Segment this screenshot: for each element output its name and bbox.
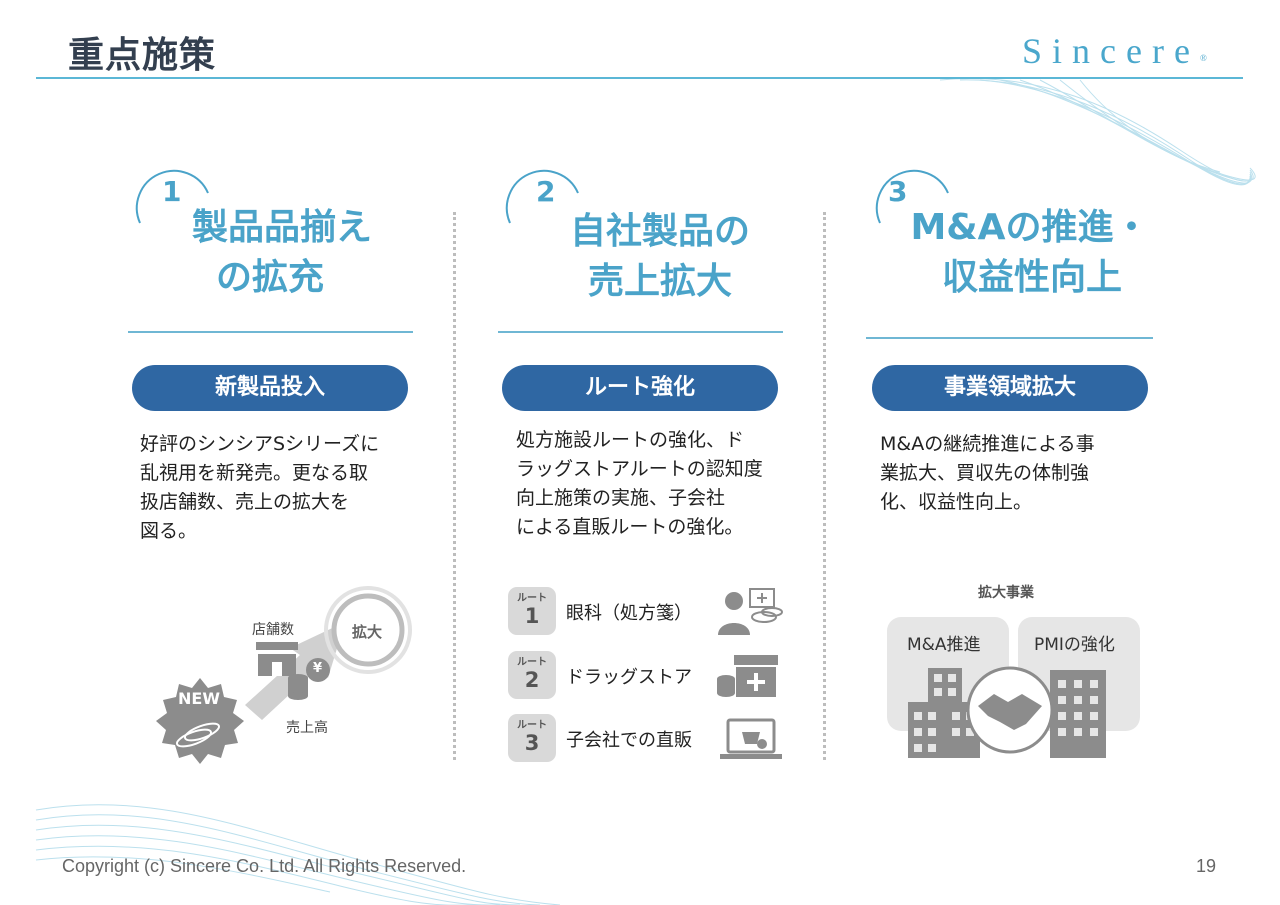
expansion-title: 拡大事業 [978, 585, 1034, 601]
description-line: M&Aの継続推進による事 [880, 433, 1095, 455]
strategy-heading-line2: 収益性向上 [941, 257, 1122, 298]
pmi-box-title: PMIの強化 [1034, 635, 1115, 655]
growth-graphic [156, 586, 412, 764]
description-line: 向上施策の実施、子会社 [516, 487, 726, 509]
expand-target-icon [324, 586, 412, 674]
description-line: 好評のシンシアSシリーズに [140, 433, 380, 455]
tower-building-icon [1050, 670, 1106, 758]
page-number: 19 [1196, 856, 1217, 876]
header-divider [36, 77, 1243, 79]
initiative-pill: 新製品投入 [132, 365, 408, 411]
strategy-number: 1 [162, 175, 182, 208]
ma-box-title: M&A推進 [907, 635, 981, 655]
route-number: 3 [524, 731, 540, 755]
description-line: による直販ルートの強化。 [516, 516, 744, 538]
strategy-number: 3 [888, 175, 908, 208]
registered-mark: ® [1199, 53, 1207, 63]
initiative-pill: ルート強化 [502, 365, 778, 411]
expand-label: 拡大 [352, 623, 383, 641]
description-line: ラッグストアルートの認知度 [516, 458, 763, 480]
initiative-description: 好評のシンシアSシリーズに 乱視用を新発売。更なる取 扱店舗数、売上の拡大を 図… [140, 430, 400, 546]
strategy-number: 2 [536, 175, 556, 208]
route-label: ドラッグストア [566, 667, 692, 688]
description-line: 化、収益性向上。 [880, 491, 1033, 513]
drugstore-icon [717, 655, 778, 697]
route-badge: ルート 3 [508, 714, 556, 762]
doctor-icon [718, 588, 783, 635]
strategy-column-3: 3 M&Aの推進・ 収益性向上 事業領域拡大 M&Aの継続推進による事 業拡大、… [860, 150, 1160, 770]
route-row-2: ルート 2 ドラッグストア [508, 651, 798, 701]
route-tag: ルート [517, 657, 547, 668]
description-line: 乱視用を新発売。更なる取 [140, 462, 369, 484]
description-line: 業拡大、買収先の体制強 [880, 462, 1090, 484]
ecommerce-laptop-icon [720, 718, 782, 759]
column-separator [823, 212, 826, 760]
number-arc-icon [135, 169, 209, 224]
route-tag: ルート [517, 593, 547, 604]
description-line: 扱店舗数、売上の拡大を [140, 491, 350, 513]
initiative-description: M&Aの継続推進による事 業拡大、買収先の体制強 化、収益性向上。 [880, 430, 1140, 517]
heading-underline [128, 331, 413, 333]
strategy-heading-line1: 自社製品の [569, 211, 750, 252]
initiative-description: 処方施設ルートの強化、ド ラッグストアルートの認知度 向上施策の実施、子会社 に… [516, 426, 776, 542]
route-badge: ルート 1 [508, 587, 556, 635]
brand-name: Sincere [1022, 31, 1200, 71]
strategy-heading-line2: 売上拡大 [587, 261, 732, 302]
sales-label: 売上高 [286, 720, 328, 736]
handshake-icon [966, 666, 1054, 754]
new-badge-text: NEW [178, 689, 220, 708]
strategy-column-1: 1 製品品揃え の拡充 新製品投入 好評のシンシアSシリーズに 乱視用を新発売。… [120, 150, 420, 770]
yen-symbol: ¥ [313, 661, 323, 676]
column-separator [453, 212, 456, 760]
initiative-pill: 事業領域拡大 [872, 365, 1148, 411]
route-label: 子会社での直販 [566, 730, 692, 751]
strategy-heading-line1: 製品品揃え [191, 207, 372, 248]
number-arc-icon [505, 169, 579, 224]
store-icon [256, 642, 298, 676]
heading-underline [866, 337, 1153, 339]
page-title: 重点施策 [68, 35, 217, 76]
coins-yen-icon [288, 658, 330, 700]
store-count-label: 店舗数 [252, 622, 294, 638]
strategy-heading-line1: M&Aの推進・ [910, 207, 1150, 248]
strategy-column-2: 2 自社製品の 売上拡大 ルート強化 処方施設ルートの強化、ド ラッグストアルー… [490, 150, 790, 770]
route-label: 眼科（処方箋） [566, 603, 692, 624]
number-arc-icon [875, 169, 949, 224]
new-badge-icon [156, 678, 244, 764]
route-number: 2 [524, 668, 540, 692]
route-number: 1 [524, 604, 540, 628]
merger-graphic [908, 666, 1106, 758]
route-tag: ルート [517, 720, 547, 731]
route-row-1: ルート 1 眼科（処方箋） [508, 587, 798, 637]
route-badge: ルート 2 [508, 651, 556, 699]
heading-underline [498, 331, 783, 333]
copyright-text: Copyright (c) Sincere Co. Ltd. All Right… [62, 856, 467, 876]
description-line: 図る。 [140, 520, 198, 542]
description-line: 処方施設ルートの強化、ド [516, 429, 745, 451]
strategy-heading-line2: の拡充 [215, 257, 324, 298]
brand-logo: Sincere® [1022, 30, 1207, 72]
route-row-3: ルート 3 子会社での直販 [508, 714, 798, 764]
